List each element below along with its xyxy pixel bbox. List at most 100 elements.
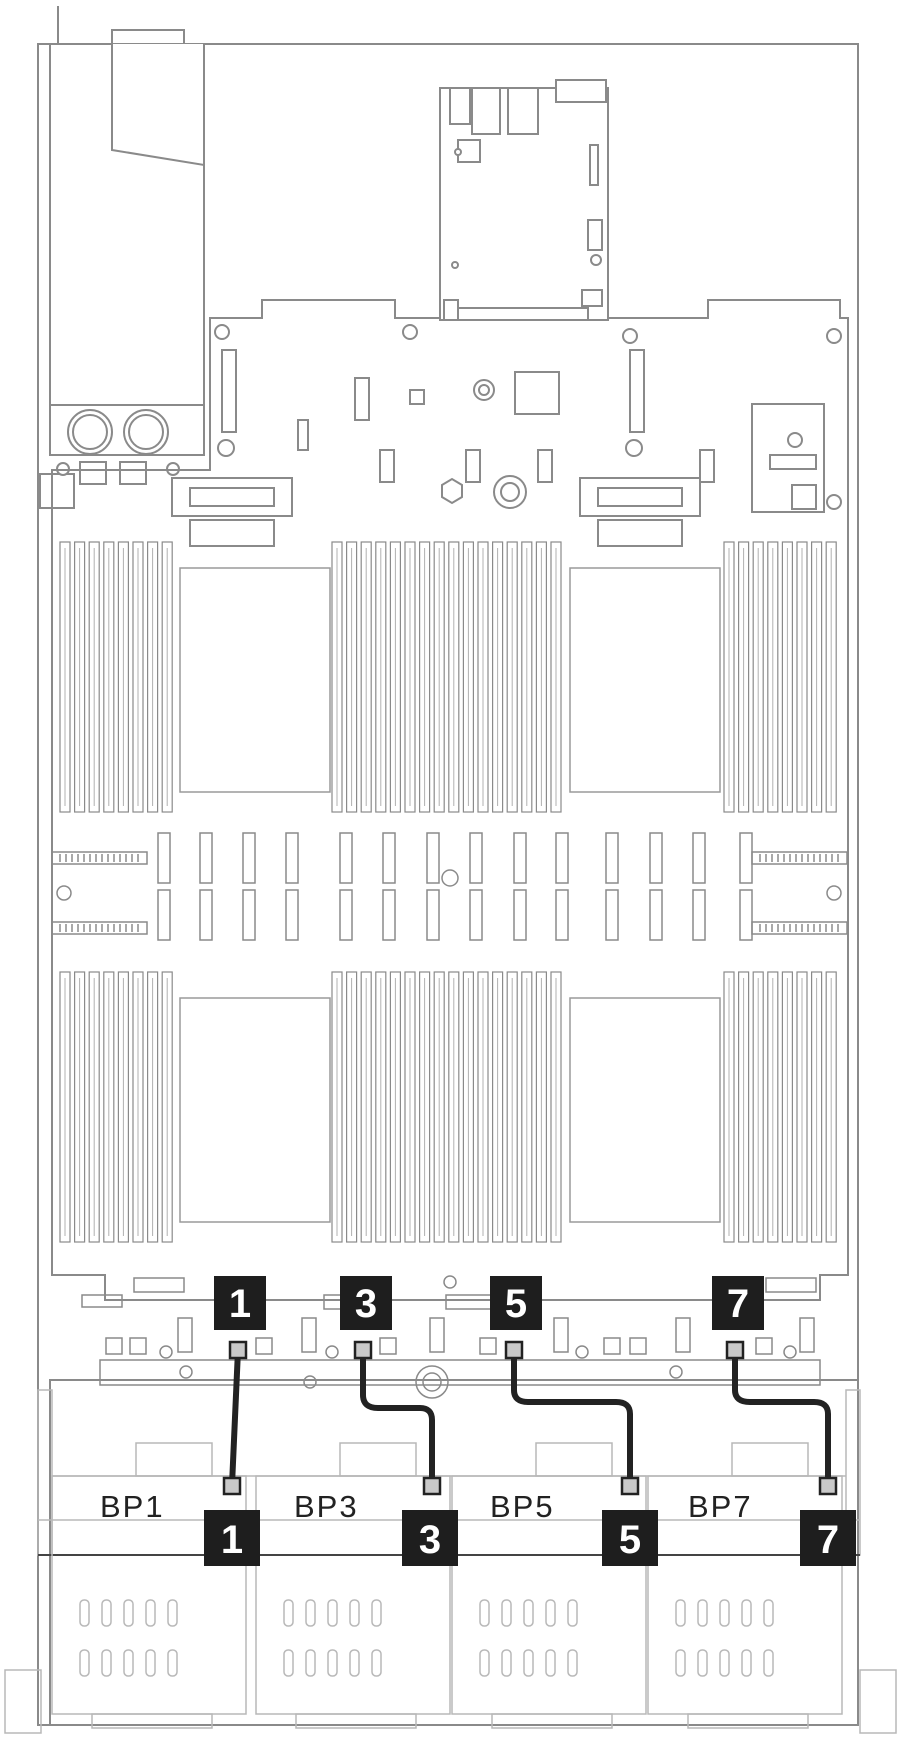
dimm-slot	[506, 541, 518, 813]
dimm-slot	[737, 971, 750, 1243]
drive-vent	[675, 1599, 686, 1627]
dimm-slot	[103, 971, 115, 1243]
pcie-slot-upper	[513, 832, 527, 884]
drive-vent	[697, 1649, 708, 1677]
drive-vent	[371, 1649, 382, 1677]
cable-5-path	[511, 1347, 633, 1488]
drive-vent	[763, 1599, 774, 1627]
cable-7-board-connector	[725, 1340, 745, 1360]
dimm-slot	[375, 541, 387, 813]
dimm-slot	[161, 541, 173, 813]
backplane-bracket	[135, 1442, 213, 1477]
dimm-slot	[506, 971, 518, 1243]
drive-vent	[523, 1599, 534, 1627]
dimm-slot	[331, 541, 343, 813]
backplane-bracket	[731, 1442, 809, 1477]
callout-5-bottom-box	[602, 1510, 658, 1566]
cable-5-bp-connector	[620, 1476, 640, 1496]
bp5-label: BP5	[490, 1489, 555, 1524]
drive-vent	[545, 1599, 556, 1627]
drive-vent	[567, 1599, 578, 1627]
drive-vent	[167, 1599, 178, 1627]
dimm-slot	[737, 541, 750, 813]
dimm-slot	[825, 541, 837, 813]
dimm-slot	[550, 971, 562, 1243]
pcie-slot-lower	[649, 889, 663, 941]
dimm-slot	[433, 541, 445, 813]
drive-vent	[167, 1649, 178, 1677]
backplane-bracket	[339, 1442, 417, 1477]
cable-connectors	[222, 1340, 838, 1496]
pcie-slot-lower	[692, 889, 706, 941]
drive-handle	[295, 1713, 417, 1729]
dimm-slot	[73, 541, 86, 813]
drive-vent	[567, 1649, 578, 1677]
dimm-slot	[810, 971, 823, 1243]
dimm-slot	[521, 971, 533, 1243]
backplane-labels: BP1 BP3 BP5 BP7	[100, 1489, 751, 1524]
dimm-slot	[117, 971, 130, 1243]
cables	[229, 1347, 831, 1488]
pcie-slot-upper	[157, 832, 171, 884]
pcie-slot-upper	[426, 832, 440, 884]
pcie-slot-upper	[555, 832, 569, 884]
pcie-slot-lower	[339, 889, 353, 941]
dimm-slot	[88, 541, 100, 813]
drive-vent	[719, 1599, 730, 1627]
callout-1-top-box	[214, 1276, 266, 1330]
cable-1-path	[229, 1347, 241, 1488]
board-standoff	[826, 885, 842, 901]
dimm-slot	[477, 541, 489, 813]
dimm-slot	[767, 541, 779, 813]
pcie-slot-lower	[157, 889, 171, 941]
dimm-slot	[492, 541, 504, 813]
dimm-slot	[752, 971, 764, 1243]
dimm-slot	[477, 971, 489, 1243]
drive-vent	[501, 1599, 512, 1627]
dimm-slot	[419, 971, 431, 1243]
dimm-slot	[404, 971, 416, 1243]
dimm-slot	[147, 971, 159, 1243]
dimm-slot	[147, 541, 159, 813]
dimm-slot	[752, 541, 764, 813]
callout-5-top: 5	[505, 1282, 527, 1326]
cable-3-path	[360, 1347, 435, 1488]
dimm-slot	[810, 541, 823, 813]
dimm-slot	[59, 541, 71, 813]
board-standoff	[441, 869, 459, 887]
drive-vent	[79, 1599, 90, 1627]
drive-vent	[741, 1599, 752, 1627]
pcie-slot-lower	[426, 889, 440, 941]
pcie-slot-lower	[382, 889, 396, 941]
pcie-slot-upper	[739, 832, 753, 884]
dimm-slot	[132, 971, 144, 1243]
dimm-slot	[73, 971, 86, 1243]
drive-vent	[145, 1599, 156, 1627]
pcie-slot-lower	[199, 889, 213, 941]
drive-vent	[545, 1649, 556, 1677]
cable-3-bp-connector	[422, 1476, 442, 1496]
drive-vent	[79, 1649, 90, 1677]
pcie-slot-lower	[605, 889, 619, 941]
drive-vent	[283, 1599, 294, 1627]
drive-vent	[479, 1649, 490, 1677]
cable-7-bp-connector	[818, 1476, 838, 1496]
pcie-slot-upper	[649, 832, 663, 884]
cable-3-board-connector	[353, 1340, 373, 1360]
drive-vent	[741, 1649, 752, 1677]
dimm-slot	[117, 541, 130, 813]
drive-handle	[687, 1713, 809, 1729]
dimm-slot	[360, 541, 372, 813]
callouts-top: 1 3 5 7	[214, 1276, 764, 1330]
dimm-slot	[825, 971, 837, 1243]
drive-vent	[763, 1649, 774, 1677]
dimm-slot	[462, 971, 474, 1243]
dimm-slot	[103, 541, 115, 813]
processor-zones	[179, 567, 721, 1223]
drive-vent	[523, 1649, 534, 1677]
board-standoff	[56, 885, 72, 901]
cable-1-bp-connector	[222, 1476, 242, 1496]
callout-7-bottom-box	[800, 1510, 856, 1566]
dimm-slot	[346, 541, 358, 813]
dimm-slot	[132, 541, 144, 813]
